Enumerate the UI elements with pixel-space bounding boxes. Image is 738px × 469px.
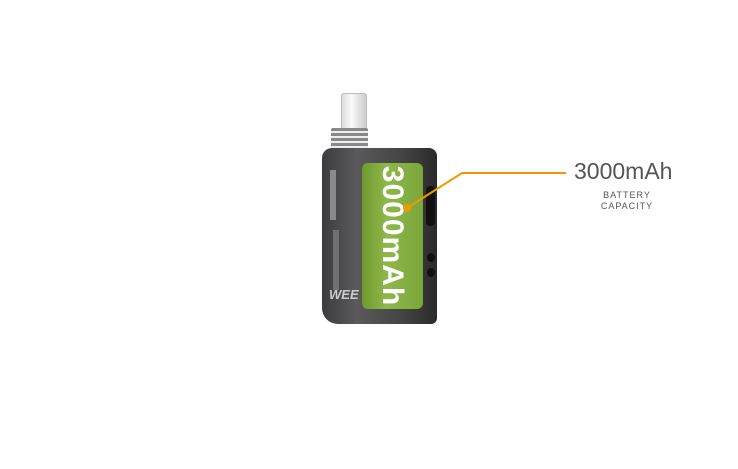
subtitle-line-2: CAPACITY xyxy=(600,201,654,211)
capacity-subtitle: BATTERY CAPACITY xyxy=(585,190,669,212)
subtitle-line-1: BATTERY xyxy=(603,190,651,200)
mouthpiece xyxy=(341,93,367,131)
device-window xyxy=(333,230,339,290)
capacity-title: 3000mAh xyxy=(574,158,673,184)
fire-button xyxy=(426,186,435,226)
brand-logo: WEE xyxy=(329,287,359,302)
down-button xyxy=(427,268,435,277)
callout-dot xyxy=(403,204,411,212)
device-window xyxy=(330,170,336,220)
threaded-connector xyxy=(331,128,368,150)
up-button xyxy=(427,253,435,262)
battery xyxy=(362,163,423,309)
